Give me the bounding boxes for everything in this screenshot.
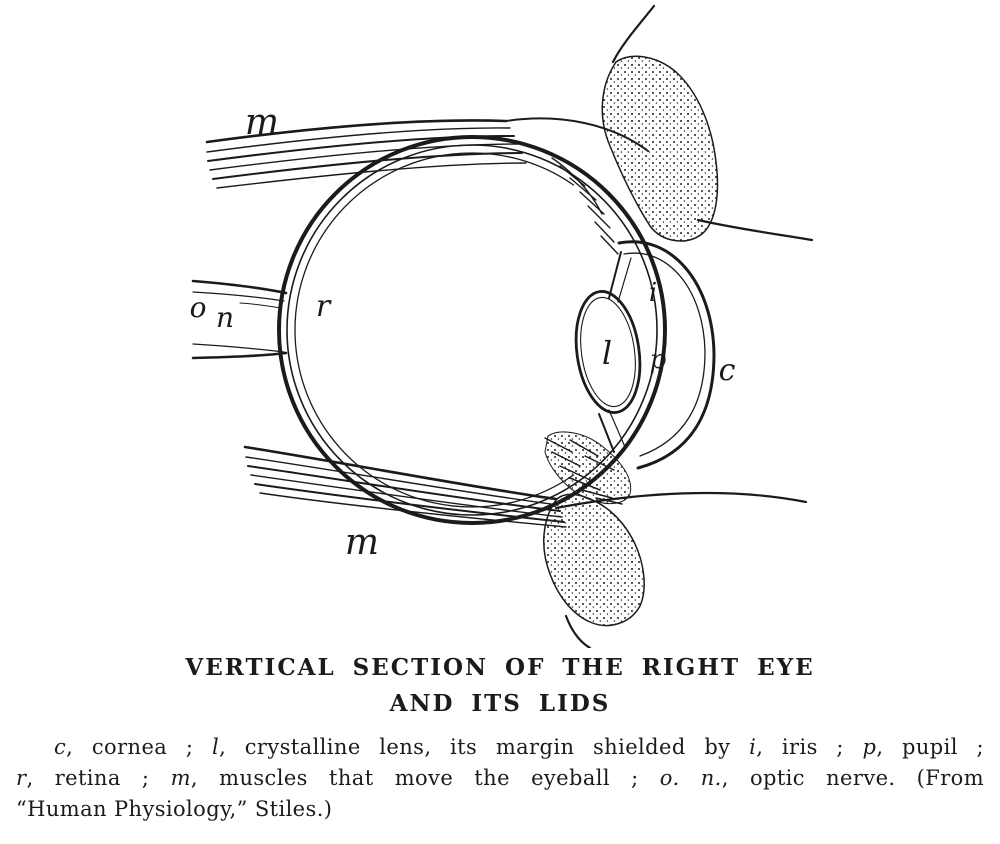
- legend-text-segment: , crystalline lens, its margin shielded …: [219, 735, 750, 759]
- iris-lines: [598, 251, 632, 453]
- label-optic-nerve-o: o: [190, 291, 207, 324]
- inferior-muscle: [243, 445, 567, 528]
- caption-line-1: VERTICAL SECTION OF THE RIGHT EYE: [185, 654, 815, 681]
- lower-eyelid: [543, 491, 808, 648]
- upper-eyelid: [601, 4, 814, 242]
- superior-muscle: [205, 117, 649, 189]
- figure-caption: VERTICAL SECTION OF THE RIGHT EYE AND IT…: [0, 650, 1000, 722]
- label-muscle-top: m: [245, 102, 279, 143]
- legend-text-segment: , muscles that move the eyeball ;: [190, 766, 660, 790]
- upper-lid-margin: [696, 218, 814, 242]
- ciliary-hatch-lower: [544, 431, 632, 505]
- ciliary-hatch-upper: [551, 157, 619, 255]
- legend-text-segment: , retina ;: [26, 766, 171, 790]
- label-muscle-bottom: m: [345, 522, 379, 563]
- lower-lid-margin: [554, 491, 808, 510]
- label-lens: l: [602, 334, 612, 372]
- legend-text-segment: , iris ;: [756, 735, 863, 759]
- legend-text-segment: , optic nerve. (From: [721, 766, 985, 790]
- cornea-outline: [617, 240, 716, 470]
- legend-text-segment: c: [54, 735, 67, 759]
- legend-text-segment: i: [749, 735, 757, 759]
- legend-text-segment: o. n.: [659, 766, 722, 790]
- label-retina: r: [316, 289, 332, 324]
- caption-line-2: AND ITS LIDS: [389, 690, 611, 717]
- label-optic-nerve-n: n: [216, 301, 234, 334]
- optic-nerve: [191, 279, 288, 360]
- label-iris: i: [649, 278, 657, 308]
- eye-diagram: m m o n r l p i c: [190, 4, 814, 648]
- lower-lash-curve: [564, 614, 592, 648]
- legend-text-segment: m: [170, 766, 191, 790]
- legend-text-segment: , pupil ;: [876, 735, 984, 759]
- label-cornea: c: [719, 353, 736, 388]
- legend-text-segment: p: [862, 735, 877, 759]
- legend-text-segment: “Human Physiology,” Stiles.): [16, 797, 333, 821]
- diagram-labels: m m o n r l p i c: [190, 102, 736, 563]
- lens-outline: [574, 290, 642, 414]
- legend-text-segment: r: [16, 766, 27, 790]
- legend-line-1: c, cornea ; l, crystalline lens, its mar…: [16, 732, 984, 763]
- figure-legend: c, cornea ; l, crystalline lens, its mar…: [16, 732, 984, 825]
- legend-line-2: r, retina ; m, muscles that move the eye…: [16, 763, 984, 794]
- legend-text-segment: , cornea ;: [66, 735, 212, 759]
- legend-line-3: “Human Physiology,” Stiles.): [16, 794, 984, 825]
- upper-lash-curve: [611, 4, 656, 64]
- label-pupil: p: [650, 345, 667, 375]
- legend-text-segment: l: [211, 735, 220, 759]
